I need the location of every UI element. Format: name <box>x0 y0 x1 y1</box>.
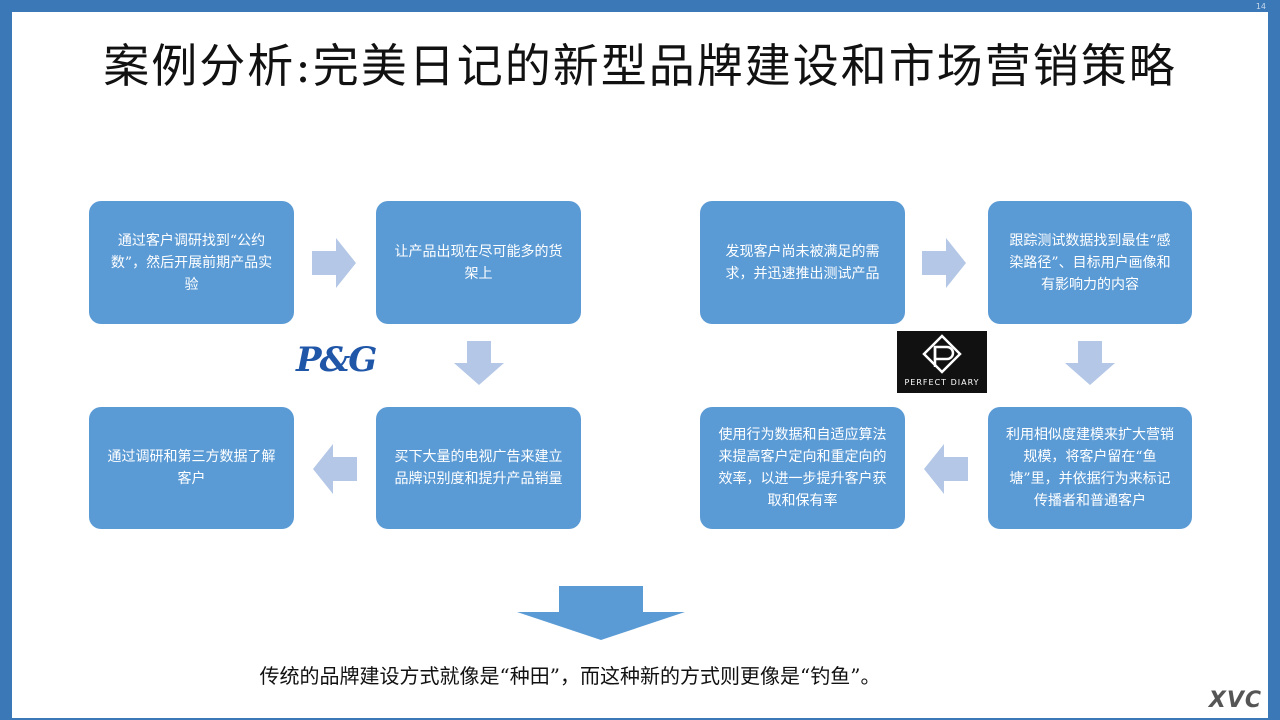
pg-step-2-box: 让产品出现在尽可能多的货架上 <box>376 201 581 324</box>
perfect-diary-logo: PERFECT DIARY <box>897 331 987 393</box>
pd-step-3-box: 利用相似度建模来扩大营销规模，将客户留在“鱼塘”里，并依据行为来标记传播者和普通… <box>988 407 1192 529</box>
xvc-logo: XVC <box>1208 688 1262 713</box>
big-arrow-down-icon <box>517 586 685 640</box>
pg-logo: P&G <box>296 340 377 380</box>
conclusion-text: 传统的品牌建设方式就像是“种田”，而这种新的方式则更像是“钓鱼”。 <box>259 664 881 688</box>
page-number: 14 <box>1255 2 1266 11</box>
pg-step-4-box: 通过调研和第三方数据了解客户 <box>89 407 294 529</box>
perfect-diary-emblem-icon <box>922 334 962 374</box>
arrow-right-icon <box>922 238 966 288</box>
pd-step-2-box: 跟踪测试数据找到最佳“感染路径”、目标用户画像和有影响力的内容 <box>988 201 1192 324</box>
arrow-left-icon <box>924 444 968 494</box>
arrow-down-icon <box>1065 341 1115 385</box>
pg-step-1-box: 通过客户调研找到“公约数”，然后开展前期产品实验 <box>89 201 294 324</box>
arrow-right-icon <box>312 238 356 288</box>
perfect-diary-logo-text: PERFECT DIARY <box>904 378 980 387</box>
pd-step-4-box: 使用行为数据和自适应算法来提高客户定向和重定向的效率，以进一步提升客户获取和保有… <box>700 407 905 529</box>
pd-step-1-box: 发现客户尚未被满足的需求，并迅速推出测试产品 <box>700 201 905 324</box>
slide-title: 案例分析:完美日记的新型品牌建设和市场营销策略 <box>103 39 1177 93</box>
arrow-left-icon <box>313 444 357 494</box>
pg-step-3-box: 买下大量的电视广告来建立品牌识别度和提升产品销量 <box>376 407 581 529</box>
arrow-down-icon <box>454 341 504 385</box>
